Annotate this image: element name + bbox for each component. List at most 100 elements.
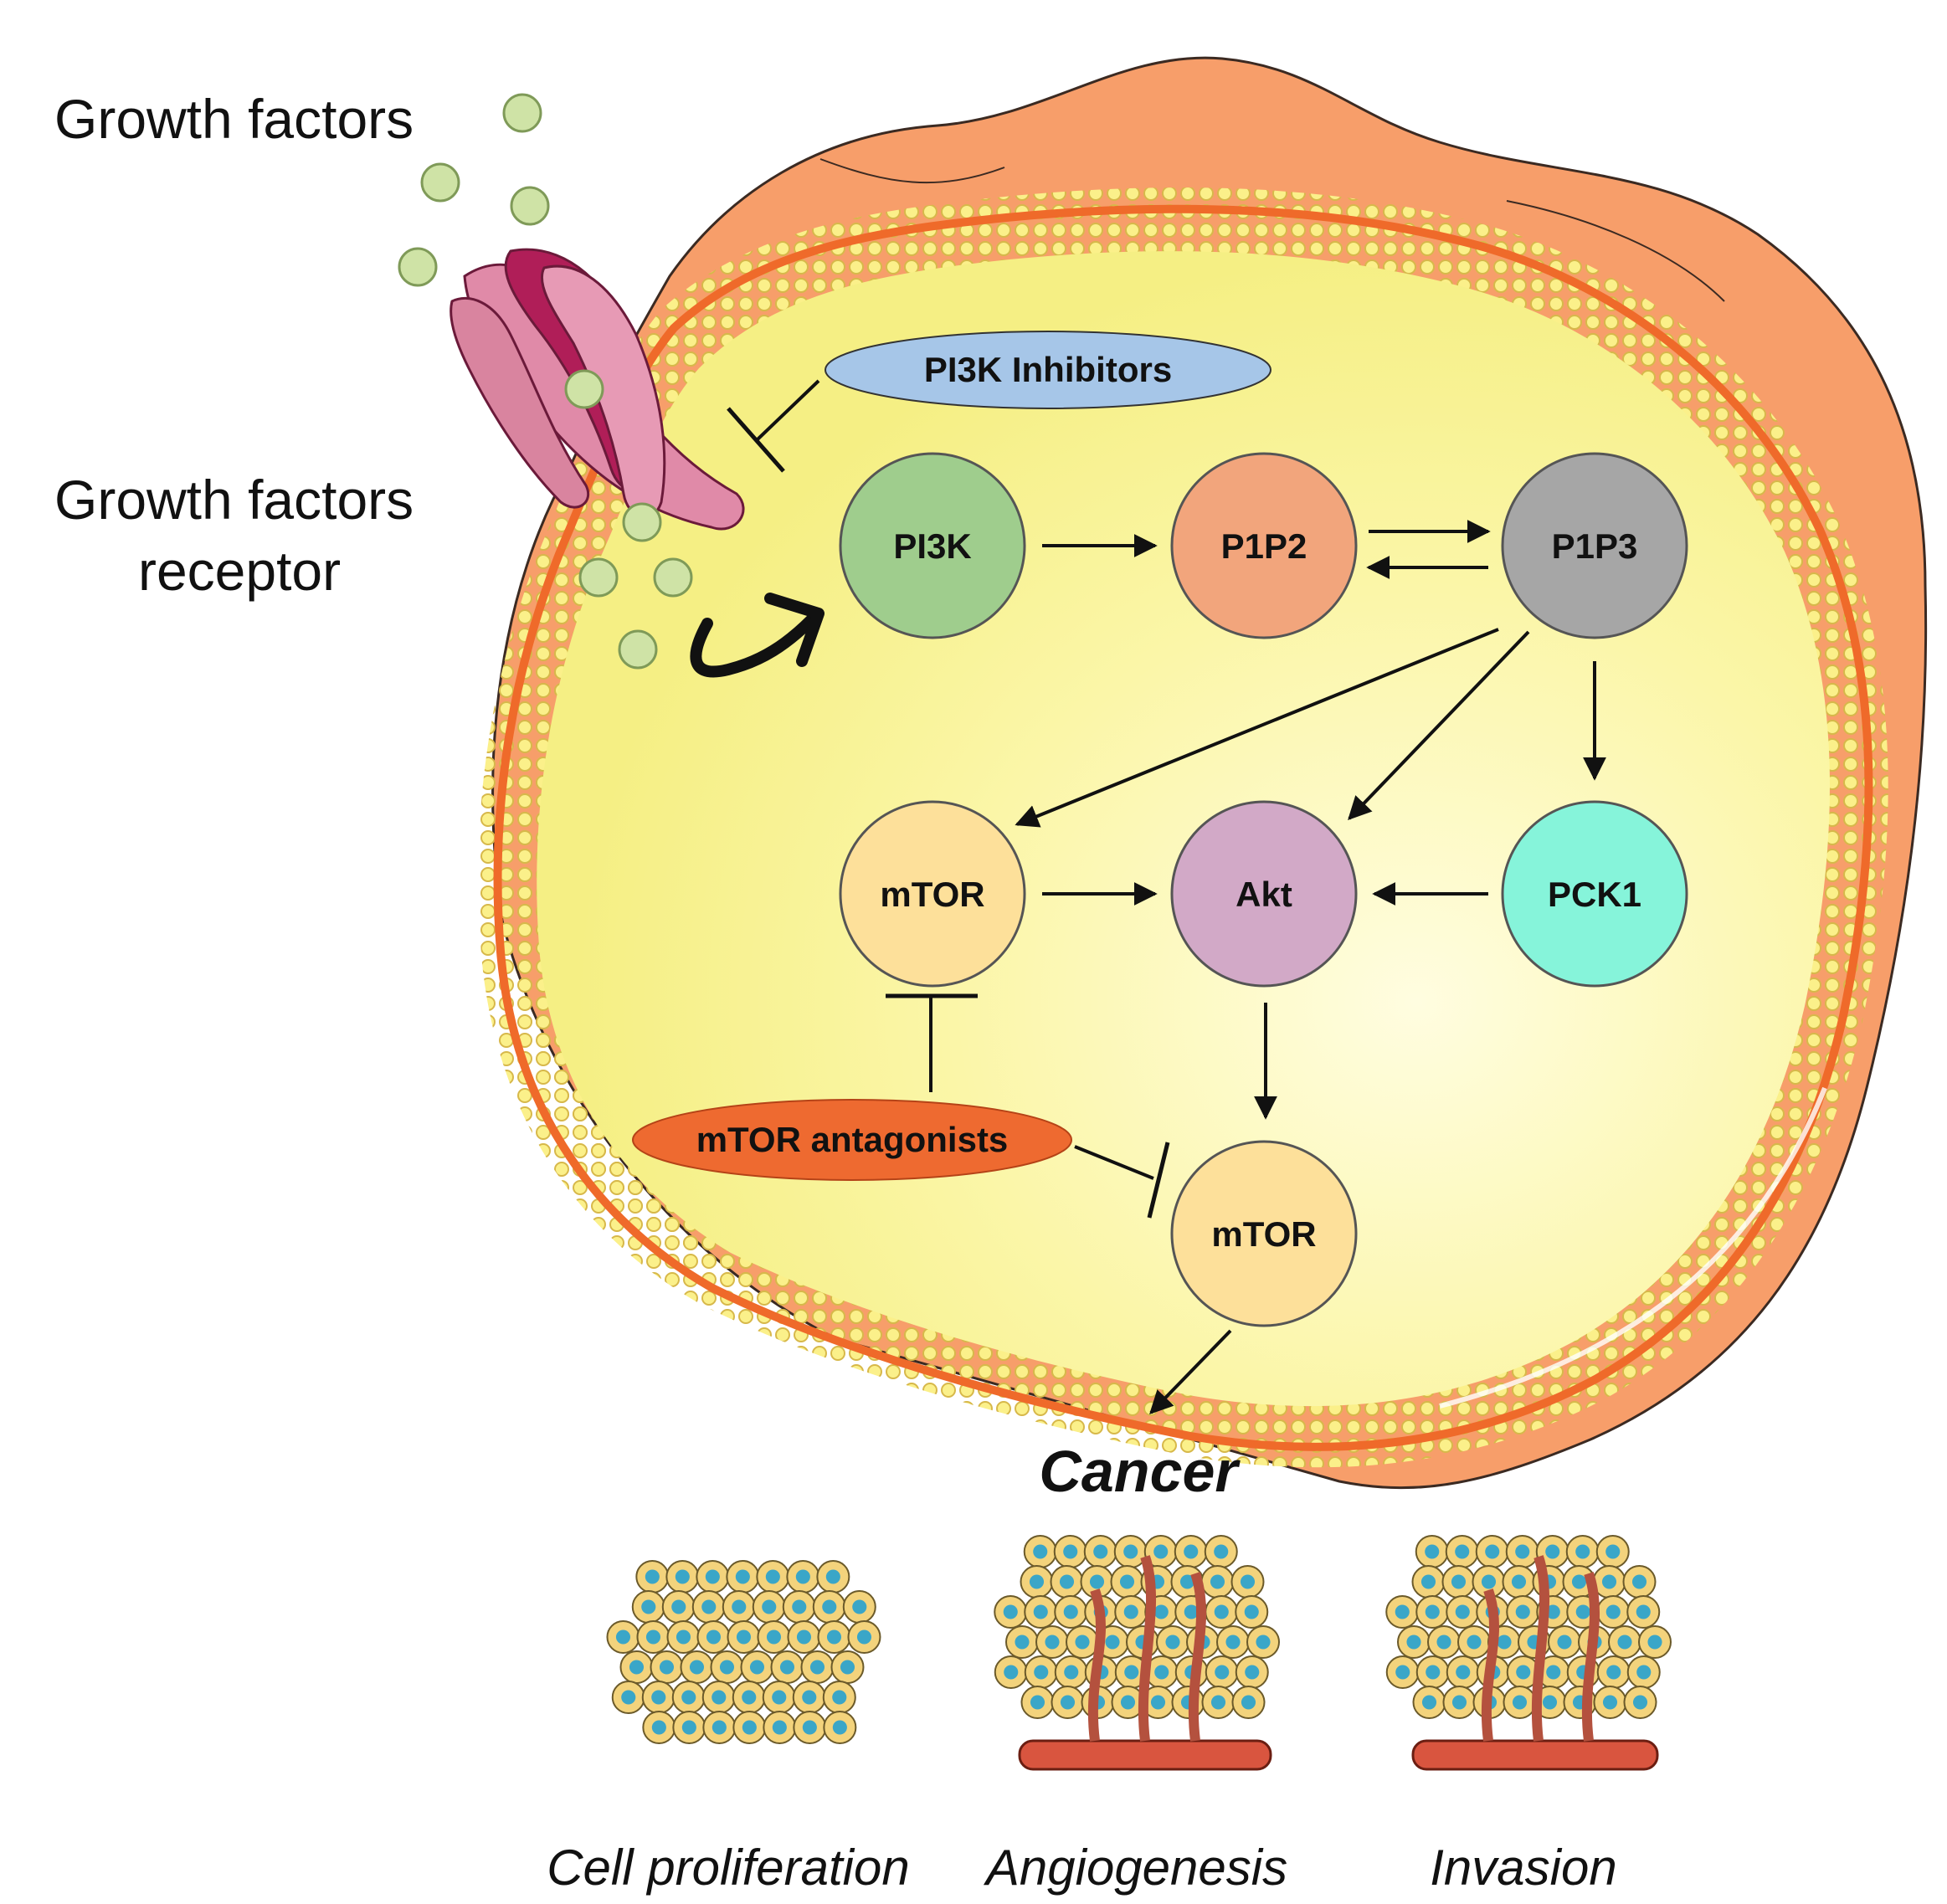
tumor-cell-nucleus — [1456, 1665, 1471, 1680]
tumor-cell-nucleus — [1497, 1635, 1512, 1650]
growth-factor-sphere — [510, 186, 550, 226]
tumor-cell-nucleus — [1033, 1544, 1048, 1559]
tumor-cell-nucleus — [701, 1599, 717, 1614]
tumor-cell-nucleus — [1210, 1574, 1225, 1589]
cell-proliferation-illustration — [606, 1560, 881, 1744]
growth-factor-sphere — [398, 247, 438, 287]
tumor-cell-nucleus — [1571, 1574, 1587, 1589]
tumor-cell-nucleus — [1153, 1544, 1169, 1559]
node-p1p2: P1P2 — [1170, 452, 1358, 639]
tumor-cell-nucleus — [1632, 1695, 1648, 1710]
tumor-cell-nucleus — [1455, 1544, 1470, 1559]
tumor-cell-nucleus — [1215, 1665, 1230, 1680]
vessel-branch — [1087, 1588, 1106, 1742]
tumor-cell-nucleus — [675, 1569, 690, 1584]
tumor-cell-nucleus — [732, 1599, 747, 1614]
cancer-title: Cancer — [1039, 1439, 1241, 1504]
vessel-branch — [1481, 1588, 1499, 1742]
tumor-cell-nucleus — [772, 1690, 787, 1705]
tumor-cell-nucleus — [1631, 1574, 1647, 1589]
tumor-cell-nucleus — [1210, 1695, 1226, 1710]
tumor-cell-nucleus — [1184, 1544, 1199, 1559]
tumor-cell-nucleus — [792, 1599, 807, 1614]
node-pi3k: PI3K — [839, 452, 1026, 639]
tumor-cell-nucleus — [1123, 1544, 1138, 1559]
tumor-cell-nucleus — [1436, 1635, 1451, 1650]
blood-vessel — [1018, 1739, 1272, 1771]
tumor-cell-nucleus — [742, 1690, 757, 1705]
tumor-cell-nucleus — [762, 1599, 777, 1614]
vessel-branch — [1188, 1572, 1207, 1742]
growth-factor-sphere — [622, 502, 662, 542]
tumor-cell-nucleus — [826, 1629, 842, 1645]
tumor-cell-nucleus — [765, 1569, 780, 1584]
tumor-cell-nucleus — [1511, 1574, 1527, 1589]
tumor-cell-nucleus — [1015, 1635, 1030, 1650]
tumor-cell-nucleus — [1179, 1574, 1195, 1589]
tumor-cell-nucleus — [772, 1720, 787, 1735]
node-pck1: PCK1 — [1501, 800, 1688, 988]
mtor-lower-inhibition-line — [1074, 1145, 1154, 1180]
tumor-cell-nucleus — [1245, 1665, 1260, 1680]
node-p1p3-label: P1P3 — [1552, 526, 1638, 566]
tumor-cell-nucleus — [1124, 1665, 1139, 1680]
tumor-cell-nucleus — [1575, 1544, 1590, 1559]
tumor-cell-nucleus — [1153, 1604, 1169, 1619]
tumor-cell-nucleus — [832, 1690, 847, 1705]
tumor-cell-nucleus — [1034, 1665, 1049, 1680]
activation-arrowhead — [764, 593, 825, 667]
pi3k-inhibitors-label: PI3K Inhibitors — [924, 350, 1172, 389]
node-pi3k-label: PI3K — [893, 526, 971, 566]
vessel-branch — [1581, 1572, 1600, 1742]
tumor-cell-nucleus — [1606, 1665, 1621, 1680]
tumor-cell-nucleus — [1060, 1695, 1076, 1710]
tumor-cell-nucleus — [1485, 1544, 1500, 1559]
tumor-cell-nucleus — [1184, 1604, 1199, 1619]
pi3k-inhibitors-pill: PI3K Inhibitors — [825, 331, 1271, 409]
tumor-cell-nucleus — [1004, 1665, 1019, 1680]
tumor-cell-nucleus — [1214, 1604, 1229, 1619]
tumor-cell-nucleus — [651, 1690, 666, 1705]
tumor-cell-nucleus — [1225, 1635, 1241, 1650]
tumor-cell-nucleus — [676, 1629, 691, 1645]
label-growth-factors: Growth factors — [54, 88, 414, 150]
tumor-cell-nucleus — [1605, 1604, 1621, 1619]
tumor-cell-nucleus — [1420, 1574, 1436, 1589]
node-akt-label: Akt — [1235, 875, 1292, 914]
tumor-cell-nucleus — [1063, 1604, 1078, 1619]
growth-factor-sphere — [653, 557, 693, 598]
tumor-cell-nucleus — [802, 1690, 817, 1705]
tumor-cell-nucleus — [719, 1660, 735, 1675]
tumor-cell-nucleus — [1003, 1604, 1018, 1619]
outcome-cell-proliferation: Cell proliferation — [547, 1840, 910, 1896]
tumor-cell-nucleus — [1647, 1635, 1662, 1650]
label-receptor-line2: receptor — [138, 540, 341, 602]
node-mtor-upper: mTOR — [839, 800, 1026, 988]
tumor-cell-nucleus — [1545, 1544, 1560, 1559]
tumor-cell-nucleus — [779, 1660, 795, 1675]
tumor-cell-nucleus — [766, 1629, 782, 1645]
tumor-cell-nucleus — [1542, 1695, 1558, 1710]
vessel-branch — [1138, 1555, 1157, 1742]
tumor-cell-nucleus — [1165, 1635, 1180, 1650]
tumor-cell-nucleus — [1064, 1665, 1079, 1680]
tumor-cell-nucleus — [809, 1660, 825, 1675]
tumor-cell-nucleus — [1601, 1574, 1617, 1589]
tumor-cell-nucleus — [795, 1569, 810, 1584]
tumor-cell-nucleus — [1421, 1695, 1437, 1710]
tumor-cell-nucleus — [681, 1720, 696, 1735]
tumor-cell-nucleus — [629, 1660, 645, 1675]
tumor-cell-nucleus — [832, 1720, 847, 1735]
cell-fold-line — [819, 158, 1005, 184]
node-mtor-lower: mTOR — [1170, 1140, 1358, 1327]
tumor-cell-nucleus — [1119, 1574, 1135, 1589]
cell-fold-line — [1506, 200, 1725, 302]
tumor-cell-nucleus — [621, 1690, 636, 1705]
tumor-cell-nucleus — [615, 1629, 631, 1645]
node-mtor-lower-label: mTOR — [1211, 1214, 1316, 1254]
pi3k-inhibition-line — [756, 379, 820, 441]
tumor-cell-nucleus — [1426, 1665, 1441, 1680]
invasion-illustration — [1385, 1535, 1672, 1771]
